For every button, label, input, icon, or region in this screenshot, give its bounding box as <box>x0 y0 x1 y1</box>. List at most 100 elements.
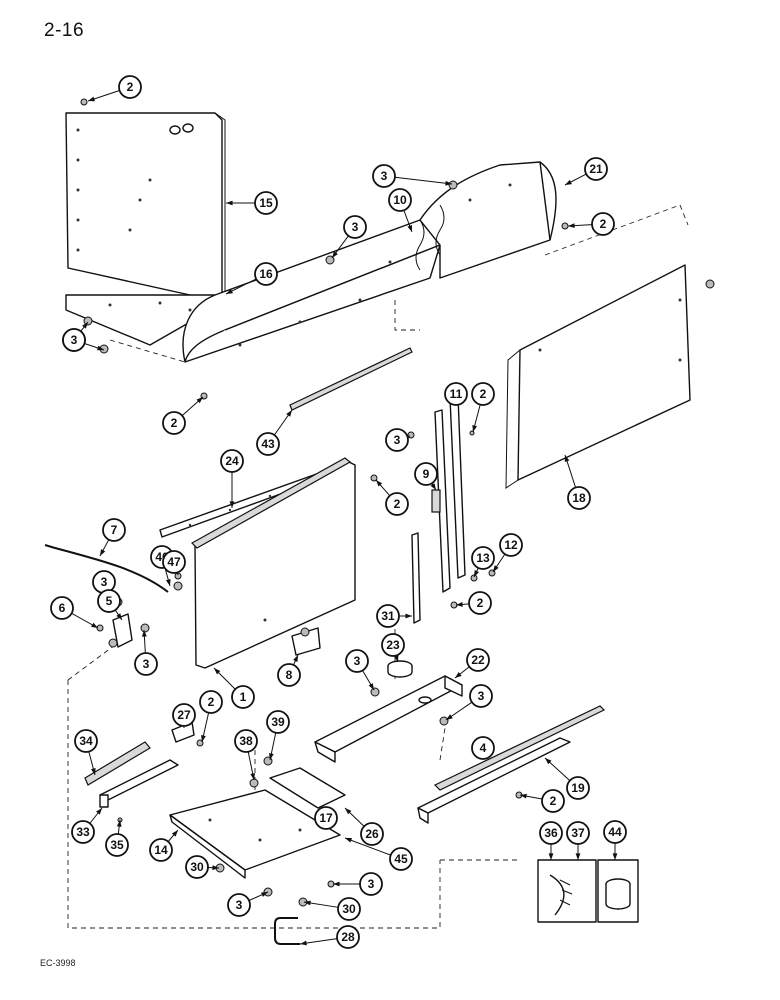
part-8-latch <box>291 627 321 656</box>
leader-arrowhead <box>229 501 235 508</box>
part-18-side-panel <box>505 264 691 489</box>
svg-text:44: 44 <box>608 825 622 839</box>
svg-text:35: 35 <box>110 838 124 852</box>
callout-9: 9 <box>414 462 438 486</box>
callout-2: 2 <box>199 690 223 714</box>
svg-text:3: 3 <box>143 657 150 671</box>
svg-text:9: 9 <box>423 467 430 481</box>
leader-arrowhead <box>446 714 453 720</box>
svg-text:47: 47 <box>167 555 181 569</box>
leader-arrowhead <box>368 683 374 690</box>
svg-text:17: 17 <box>319 811 333 825</box>
part-9-channel <box>431 409 451 593</box>
callout-3: 3 <box>359 872 383 896</box>
svg-text:18: 18 <box>572 491 586 505</box>
leader-arrowhead <box>250 773 256 780</box>
svg-text:2: 2 <box>394 497 401 511</box>
leader-arrowhead <box>116 613 122 620</box>
callout-3: 3 <box>343 215 367 239</box>
callout-26: 26 <box>360 822 384 846</box>
callout-8: 8 <box>277 663 301 687</box>
svg-text:2: 2 <box>208 695 215 709</box>
callout-21: 21 <box>584 157 608 181</box>
leader-arrowhead <box>304 900 311 906</box>
part-7-rod <box>44 544 169 593</box>
leader-arrowhead <box>226 200 233 206</box>
svg-text:1: 1 <box>240 690 247 704</box>
callout-35: 35 <box>105 833 129 857</box>
callout-30: 30 <box>185 855 209 879</box>
part-4-rubber-strip <box>433 705 606 791</box>
callout-24: 24 <box>220 449 244 473</box>
page-number: 2-16 <box>44 20 85 41</box>
leader-arrowhead <box>269 753 274 760</box>
callout-2: 2 <box>468 591 492 615</box>
callout-34: 34 <box>74 729 98 753</box>
callout-47: 47 <box>162 550 186 574</box>
leader-arrowhead <box>575 853 581 860</box>
callout-38: 38 <box>234 729 258 753</box>
leader-arrowhead <box>96 808 102 815</box>
callout-3: 3 <box>372 164 396 188</box>
part-31-post <box>411 532 421 624</box>
leader-arrowhead <box>564 455 570 462</box>
svg-text:2: 2 <box>600 217 607 231</box>
leader-arrowhead <box>90 768 96 775</box>
svg-text:37: 37 <box>571 826 585 840</box>
leader-arrowhead <box>141 630 147 637</box>
drawing-code: EC-3998 <box>40 958 76 968</box>
svg-text:31: 31 <box>381 609 395 623</box>
leader-arrowhead <box>376 480 383 487</box>
leader-arrowhead <box>472 425 477 432</box>
callout-36: 36 <box>539 821 563 845</box>
callout-18: 18 <box>567 486 591 510</box>
leader-arrowhead <box>201 735 206 742</box>
part-26-plate <box>269 767 346 809</box>
part-1-front-panel <box>191 457 356 669</box>
leader-arrowhead <box>171 830 178 837</box>
leader-arrowhead <box>300 940 307 946</box>
leader-arrowhead <box>456 602 463 607</box>
leader-arrowhead <box>332 251 338 258</box>
callout-2: 2 <box>118 75 142 99</box>
svg-text:22: 22 <box>471 653 485 667</box>
leader-arrowhead <box>261 892 268 897</box>
svg-text:2: 2 <box>477 596 484 610</box>
leader-arrowhead <box>91 622 98 628</box>
hidden-assembly-lines <box>67 204 689 929</box>
part-28-u-bolt <box>274 917 300 945</box>
callout-2: 2 <box>591 212 615 236</box>
svg-text:2: 2 <box>127 80 134 94</box>
leader-arrowhead <box>455 672 462 678</box>
svg-text:27: 27 <box>177 708 191 722</box>
leader-arrowhead <box>82 322 88 329</box>
leader-arrowhead <box>430 483 436 490</box>
callout-43: 43 <box>256 432 280 456</box>
part-22-lower-channel <box>314 675 463 763</box>
callout-2: 2 <box>541 789 565 813</box>
callout-13: 13 <box>471 546 495 570</box>
callout-3: 3 <box>62 328 86 352</box>
part-23-plug <box>387 660 413 678</box>
svg-text:5: 5 <box>106 594 113 608</box>
leader-arrowhead <box>545 758 552 765</box>
svg-text:33: 33 <box>76 825 90 839</box>
leader-arrowhead <box>405 613 412 619</box>
detail-inset <box>537 859 639 923</box>
svg-text:36: 36 <box>544 826 558 840</box>
svg-text:30: 30 <box>342 902 356 916</box>
callout-labels: 2 15 16 3 3 10 3 21 2 3 2 43 24 3 11 2 9… <box>50 75 627 949</box>
part-34-seal <box>84 741 151 786</box>
callout-3: 3 <box>134 652 158 676</box>
svg-text:3: 3 <box>352 220 359 234</box>
callout-27: 27 <box>172 703 196 727</box>
callout-19: 19 <box>566 776 590 800</box>
callout-1: 1 <box>231 685 255 709</box>
callout-2: 2 <box>162 411 186 435</box>
svg-text:6: 6 <box>59 601 66 615</box>
callout-3: 3 <box>227 893 251 917</box>
svg-text:28: 28 <box>341 930 355 944</box>
leader-arrowhead <box>445 180 452 186</box>
svg-text:30: 30 <box>190 860 204 874</box>
